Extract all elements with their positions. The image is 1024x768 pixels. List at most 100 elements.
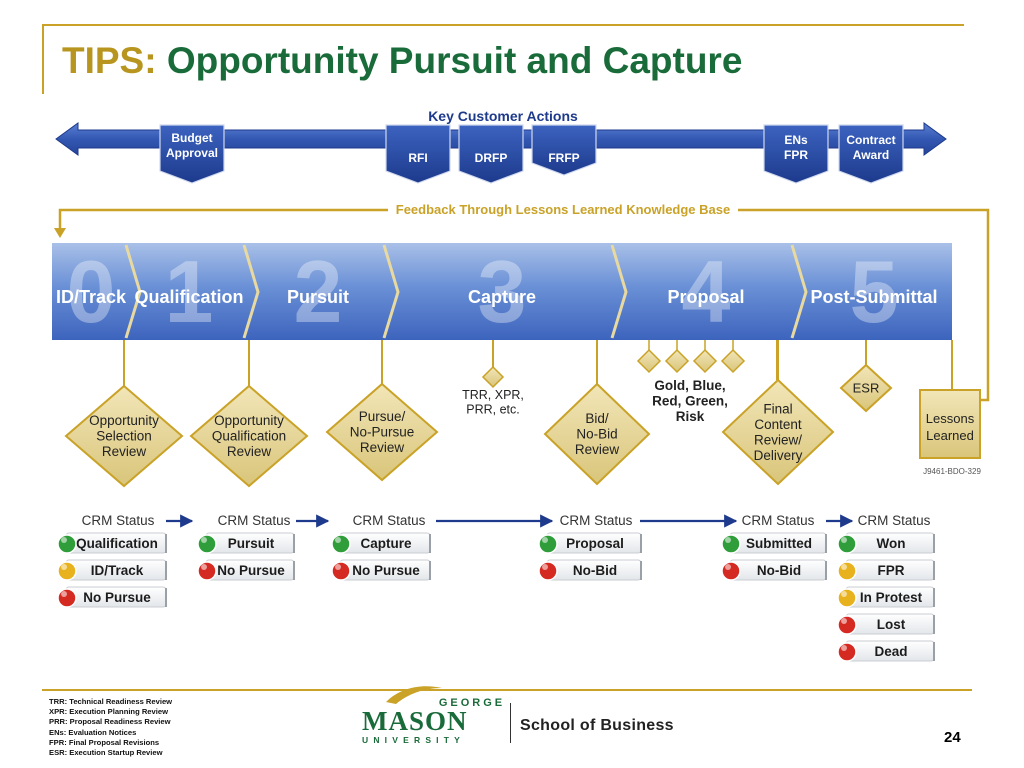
phase-id-track: 0ID/Track <box>56 242 142 341</box>
review-label: Review <box>102 444 147 459</box>
crm-status-label: Pursuit <box>228 536 275 551</box>
action-label: DRFP <box>475 151 508 165</box>
review-label: Review <box>227 444 272 459</box>
status-dot-icon <box>721 561 741 581</box>
review-label: Content <box>754 417 802 432</box>
action-label: RFI <box>408 151 427 165</box>
color-review-diamond <box>636 348 662 374</box>
glossary-item: PRR: Proposal Readiness Review <box>49 717 171 727</box>
review-label: Review <box>575 442 620 457</box>
crm-status-label: In Protest <box>860 590 923 605</box>
status-dot-icon <box>331 534 351 554</box>
status-dot-icon <box>538 534 558 554</box>
crm-status-heading: CRM Status <box>560 513 633 528</box>
review-label: Bid/ <box>585 411 609 426</box>
bottom-rule <box>42 689 972 691</box>
status-dot-icon <box>837 561 857 581</box>
crm-status-heading: CRM Status <box>218 513 291 528</box>
phase-number: 5 <box>850 242 899 341</box>
review-label: Pursue/ <box>359 409 406 424</box>
review-esr: ESR <box>839 340 893 413</box>
crm-status-no-bid: No-Bid <box>721 559 827 581</box>
crm-status-label: Lost <box>877 617 906 632</box>
crm-status-label: FPR <box>878 563 905 578</box>
lessons-learned-box <box>919 389 981 459</box>
feedback-label: Feedback Through Lessons Learned Knowled… <box>396 202 730 217</box>
action-label: Approval <box>166 146 218 160</box>
color-review-diamond <box>664 348 690 374</box>
logo-mason: MASON <box>362 706 468 736</box>
review-label: Selection <box>96 429 152 444</box>
glossary: TRR: Technical Readiness Review XPR: Exe… <box>49 697 172 758</box>
crm-status-label: Proposal <box>566 536 624 551</box>
crm-status-label: No Pursue <box>83 590 151 605</box>
lessons-learned-line-2: Learned <box>926 428 974 443</box>
review-label: Delivery <box>754 448 803 463</box>
title-prefix: TIPS: <box>62 40 157 81</box>
glossary-item: ENs: Evaluation Notices <box>49 727 137 737</box>
action-label: FPR <box>784 148 808 162</box>
crm-status-label: No Pursue <box>352 563 420 578</box>
crm-status-label: ID/Track <box>91 563 144 578</box>
customer-actions-label: Key Customer Actions <box>428 108 578 124</box>
crm-status-heading: CRM Status <box>858 513 931 528</box>
review-label: Review <box>360 440 405 455</box>
page-number: 24 <box>944 729 961 746</box>
crm-status-fpr: FPR <box>837 559 935 581</box>
action-label: Budget <box>171 131 212 145</box>
review-label: No-Pursue <box>350 425 415 440</box>
crm-status-heading: CRM Status <box>742 513 815 528</box>
color-review-diamond <box>720 348 746 374</box>
status-dot-icon <box>57 561 77 581</box>
crm-status-label: No-Bid <box>757 563 801 578</box>
crm-status-no-pursue: No Pursue <box>197 559 295 581</box>
crm-status-label: No Pursue <box>217 563 285 578</box>
lessons-learned-line-1: Lessons <box>926 411 975 426</box>
status-dot-icon <box>197 561 217 581</box>
crm-status-qualification: Qualification <box>57 532 167 554</box>
glossary-item: XPR: Execution Planning Review <box>49 707 168 717</box>
title-main: Opportunity Pursuit and Capture <box>166 40 743 81</box>
logo-swoosh-icon <box>386 686 442 704</box>
glossary-item: FPR: Final Proposal Revisions <box>49 737 160 747</box>
action-drfp: DRFP <box>458 124 524 184</box>
review-label: Review/ <box>754 432 802 447</box>
action-frfp: FRFP <box>531 124 597 176</box>
phase-label: Qualification <box>134 287 243 307</box>
status-dot-icon <box>837 588 857 608</box>
review-label: Opportunity <box>214 413 284 428</box>
logo-university: UNIVERSITY <box>362 735 465 745</box>
phase-label: Post-Submittal <box>810 287 937 307</box>
crm-status-won: Won <box>837 532 935 554</box>
action-label: Award <box>853 148 889 162</box>
left-rule <box>42 24 44 94</box>
top-rule <box>42 24 964 26</box>
crm-status-lost: Lost <box>837 613 935 635</box>
status-dot-icon <box>837 534 857 554</box>
crm-status-label: Qualification <box>76 536 158 551</box>
crm-status-capture: Capture <box>331 532 431 554</box>
gmu-logo: GEORGE MASON UNIVERSITY <box>362 686 502 745</box>
color-review-diamond <box>692 348 718 374</box>
phase-band <box>52 243 952 340</box>
figure-code: J9461-BDO-329 <box>923 467 981 476</box>
review-label: Opportunity <box>89 413 159 428</box>
status-dot-icon <box>57 534 77 554</box>
action-label: ENs <box>784 133 808 147</box>
review-label: PRR, etc. <box>466 403 520 417</box>
